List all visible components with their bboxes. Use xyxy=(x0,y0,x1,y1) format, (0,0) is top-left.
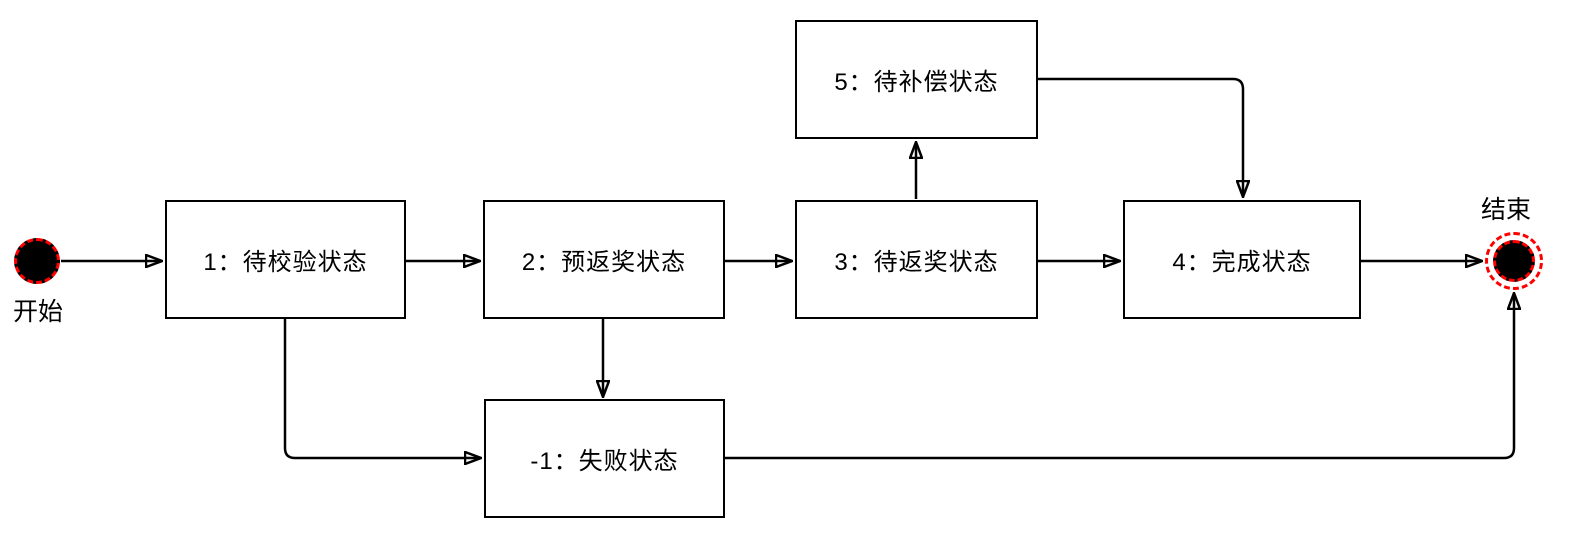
edge-5-to-4 xyxy=(1038,77,1243,196)
state-node-minus1-label: -1：失败状态 xyxy=(530,448,679,475)
state-node-5: 5：待补偿状态 xyxy=(795,20,1038,139)
edge-1-to-minus1 xyxy=(283,319,480,458)
end-node xyxy=(1493,240,1535,282)
state-node-1-label: 1：待校验状态 xyxy=(203,249,368,276)
state-node-3-label: 3：待返奖状态 xyxy=(834,249,999,276)
state-node-4: 4：完成状态 xyxy=(1123,200,1361,319)
state-node-2: 2：预返奖状态 xyxy=(483,200,725,319)
state-node-3: 3：待返奖状态 xyxy=(795,200,1038,319)
state-node-2-label: 2：预返奖状态 xyxy=(521,249,687,276)
state-node-4-label: 4：完成状态 xyxy=(1172,249,1312,276)
start-node xyxy=(14,238,60,284)
start-node-label: 开始 xyxy=(12,298,63,326)
edge-minus1-to-end xyxy=(725,294,1514,460)
state-node-minus1: -1：失败状态 xyxy=(484,399,725,518)
state-node-1: 1：待校验状态 xyxy=(165,200,406,319)
state-node-5-label: 5：待补偿状态 xyxy=(834,69,999,96)
end-node-outer-ring xyxy=(1485,232,1543,290)
end-node-label: 结束 xyxy=(1480,196,1531,224)
